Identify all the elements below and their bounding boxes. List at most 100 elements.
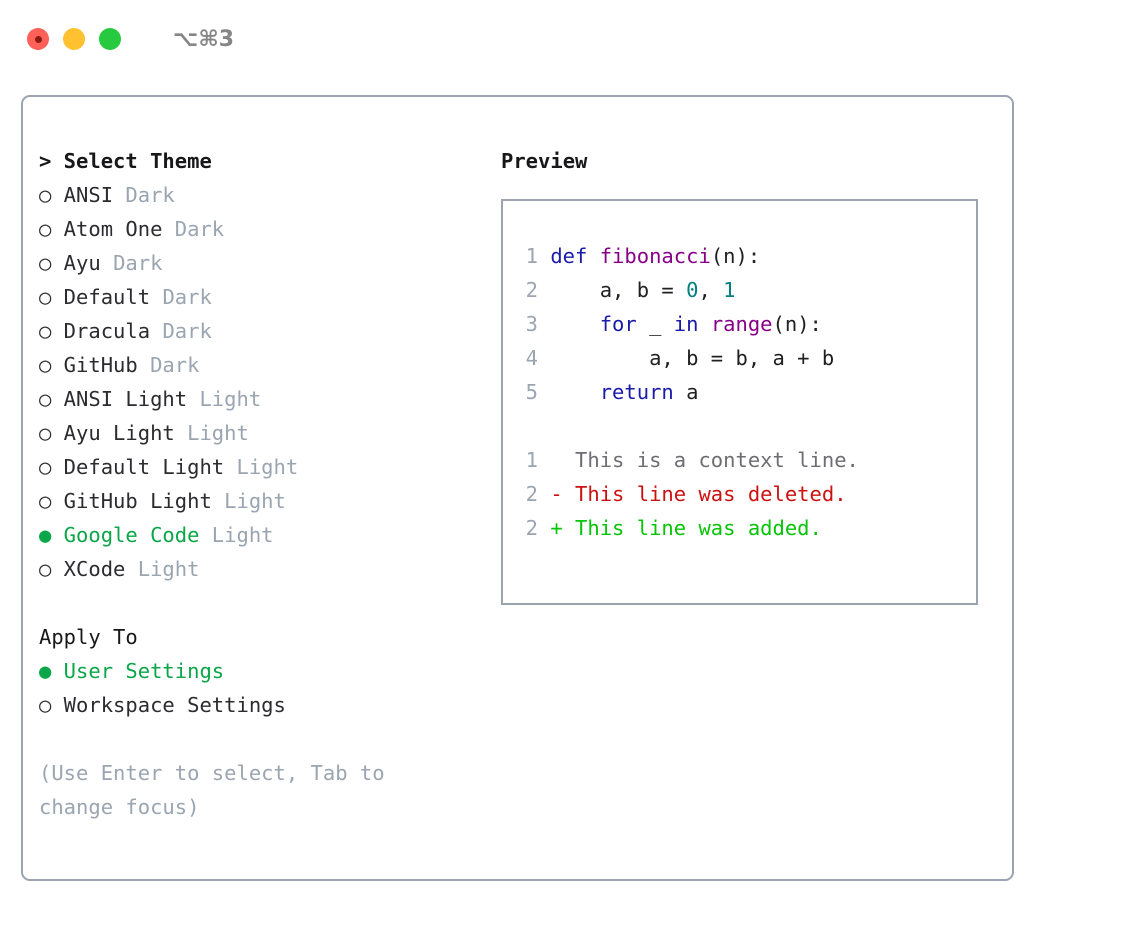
gutter-gap bbox=[538, 346, 550, 370]
diff-line: 1 This is a context line. bbox=[503, 443, 976, 477]
theme-option-dracula[interactable]: ○ Dracula Dark bbox=[39, 314, 499, 348]
diff-line: 2 - This line was deleted. bbox=[503, 477, 976, 511]
theme-variant-tag: Dark bbox=[113, 251, 163, 275]
code-token-plain: a, b = b, a + b bbox=[550, 346, 835, 370]
theme-option-github-light[interactable]: ○ GitHub Light Light bbox=[39, 484, 499, 518]
line-number: 1 bbox=[525, 448, 538, 472]
theme-variant-tag: Light bbox=[236, 455, 299, 479]
gutter-gap bbox=[538, 244, 550, 268]
diff-sample-lines: 1 This is a context line.2 - This line w… bbox=[503, 443, 976, 545]
theme-option-label: Default bbox=[51, 285, 163, 309]
radio-unselected-icon: ○ bbox=[39, 557, 52, 581]
theme-option-label: GitHub bbox=[51, 353, 151, 377]
theme-option-label: ANSI bbox=[51, 183, 126, 207]
code-line: 1 def fibonacci(n): bbox=[503, 239, 976, 273]
theme-variant-tag: Dark bbox=[174, 217, 225, 241]
radio-unselected-icon: ○ bbox=[39, 183, 52, 207]
theme-variant-tag: Dark bbox=[150, 353, 200, 377]
line-number: 2 bbox=[525, 278, 538, 302]
keyboard-hint-text: (Use Enter to select, Tab to change focu… bbox=[39, 761, 397, 819]
apply-option-user-settings[interactable]: ● User Settings bbox=[39, 654, 499, 688]
gutter-gap bbox=[538, 312, 550, 336]
theme-option-label: Ayu bbox=[51, 251, 114, 275]
app-window: > Select Theme ○ ANSI Dark○ Atom One Dar… bbox=[21, 95, 1014, 881]
theme-variant-tag: Light bbox=[224, 489, 286, 513]
code-token-plain: (n): bbox=[710, 244, 761, 268]
code-token-fn: fibonacci bbox=[599, 244, 711, 268]
radio-unselected-icon: ○ bbox=[39, 421, 52, 445]
code-token-kw: for bbox=[599, 312, 637, 336]
theme-option-ansi-light[interactable]: ○ ANSI Light Light bbox=[39, 382, 499, 416]
line-number: 5 bbox=[525, 380, 538, 404]
theme-option-label: Atom One bbox=[51, 217, 175, 241]
diff-text-del: - This line was deleted. bbox=[550, 482, 847, 506]
code-line: 4 a, b = b, a + b bbox=[503, 341, 976, 375]
theme-option-label: GitHub Light bbox=[51, 489, 225, 513]
gutter-gap bbox=[538, 482, 550, 506]
theme-option-label: ANSI Light bbox=[51, 387, 200, 411]
line-number: 2 bbox=[525, 482, 538, 506]
maximize-window-button[interactable] bbox=[99, 28, 121, 50]
gutter-gap bbox=[538, 516, 550, 540]
panel-spacer bbox=[39, 586, 499, 620]
code-token-kw: in bbox=[673, 312, 699, 336]
theme-variant-tag: Light bbox=[211, 523, 274, 547]
code-token-kw: return bbox=[599, 380, 674, 404]
radio-unselected-icon: ○ bbox=[39, 319, 52, 343]
code-line: 2 a, b = 0, 1 bbox=[503, 273, 976, 307]
code-token-fn: range bbox=[710, 312, 773, 336]
gutter-gap bbox=[538, 448, 550, 472]
theme-option-ansi[interactable]: ○ ANSI Dark bbox=[39, 178, 499, 212]
radio-unselected-icon: ○ bbox=[39, 693, 52, 717]
code-token-plain bbox=[698, 312, 710, 336]
code-token-num: 1 bbox=[723, 278, 736, 302]
apply-option-label: User Settings bbox=[51, 659, 225, 683]
theme-option-default[interactable]: ○ Default Dark bbox=[39, 280, 499, 314]
diff-text-ctx: This is a context line. bbox=[550, 448, 859, 472]
radio-unselected-icon: ○ bbox=[39, 217, 52, 241]
theme-option-ayu-light[interactable]: ○ Ayu Light Light bbox=[39, 416, 499, 450]
code-token-plain: _ bbox=[636, 312, 674, 336]
theme-option-google-code[interactable]: ● Google Code Light bbox=[39, 518, 499, 552]
theme-option-xcode[interactable]: ○ XCode Light bbox=[39, 552, 499, 586]
theme-option-label: Google Code bbox=[51, 523, 212, 547]
apply-to-options-list[interactable]: ● User Settings○ Workspace Settings bbox=[39, 654, 499, 722]
select-theme-heading: > Select Theme bbox=[39, 149, 212, 173]
keyboard-shortcut-label: ⌥⌘3 bbox=[173, 26, 235, 52]
theme-option-ayu[interactable]: ○ Ayu Dark bbox=[39, 246, 499, 280]
theme-option-label: XCode bbox=[51, 557, 138, 581]
diff-text-add: + This line was added. bbox=[550, 516, 822, 540]
code-token-plain bbox=[550, 380, 599, 404]
code-diff-spacer bbox=[503, 409, 976, 443]
diff-line: 2 + This line was added. bbox=[503, 511, 976, 545]
theme-options-list[interactable]: ○ ANSI Dark○ Atom One Dark○ Ayu Dark○ De… bbox=[39, 178, 499, 586]
close-window-button[interactable] bbox=[27, 28, 49, 50]
theme-option-github[interactable]: ○ GitHub Dark bbox=[39, 348, 499, 382]
window-titlebar: ⌥⌘3 bbox=[0, 0, 1140, 78]
theme-variant-tag: Light bbox=[137, 557, 200, 581]
theme-variant-tag: Dark bbox=[125, 183, 175, 207]
code-token-plain bbox=[587, 244, 599, 268]
code-line: 3 for _ in range(n): bbox=[503, 307, 976, 341]
radio-unselected-icon: ○ bbox=[39, 353, 52, 377]
theme-variant-tag: Dark bbox=[162, 319, 212, 343]
radio-unselected-icon: ○ bbox=[39, 489, 52, 513]
code-token-kw: def bbox=[550, 244, 588, 268]
code-token-plain bbox=[550, 312, 599, 336]
theme-selection-panel: > Select Theme ○ ANSI Dark○ Atom One Dar… bbox=[39, 144, 499, 824]
preview-panel: Preview 1 def fibonacci(n):2 a, b = 0, 1… bbox=[501, 144, 1001, 605]
apply-option-label: Workspace Settings bbox=[51, 693, 286, 717]
theme-option-default-light[interactable]: ○ Default Light Light bbox=[39, 450, 499, 484]
line-number: 4 bbox=[525, 346, 538, 370]
theme-option-atom-one[interactable]: ○ Atom One Dark bbox=[39, 212, 499, 246]
line-number: 2 bbox=[525, 516, 538, 540]
code-line: 5 return a bbox=[503, 375, 976, 409]
apply-option-workspace-settings[interactable]: ○ Workspace Settings bbox=[39, 688, 499, 722]
theme-option-label: Dracula bbox=[51, 319, 163, 343]
minimize-window-button[interactable] bbox=[63, 28, 85, 50]
radio-selected-icon: ● bbox=[39, 659, 52, 683]
theme-option-label: Ayu Light bbox=[51, 421, 188, 445]
radio-unselected-icon: ○ bbox=[39, 251, 52, 275]
